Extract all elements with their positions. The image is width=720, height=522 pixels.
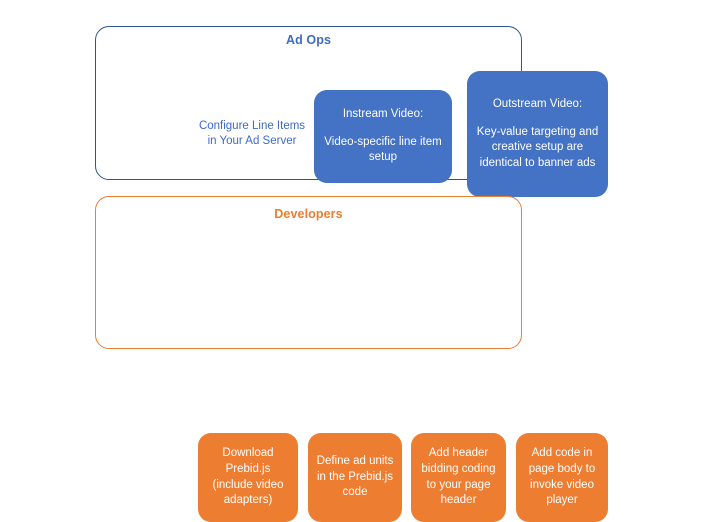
group-title-developers: Developers [274, 207, 343, 221]
group-developers: Developers Download Prebid.js (include v… [95, 196, 608, 522]
diagram-canvas: Ad Ops Configure Line Items in Your Ad S… [95, 26, 608, 522]
box-outstream-video-body: Key-value targeting and creative setup a… [476, 126, 599, 169]
box-add-header-bidding-code: Add header bidding coding to your page h… [411, 433, 506, 522]
box-outstream-video-heading: Outstream Video: [492, 98, 583, 111]
box-instream-video-body: Video-specific line item setup [324, 136, 442, 164]
box-download-prebid: Download Prebid.js (include video adapte… [198, 433, 298, 522]
box-instream-video-heading: Instream Video: [342, 108, 424, 121]
group-ad-ops: Ad Ops Configure Line Items in Your Ad S… [95, 26, 608, 197]
group-title-ad-ops: Ad Ops [285, 33, 332, 47]
box-outstream-video: Outstream Video: Key-value targeting and… [467, 71, 608, 197]
box-define-ad-units-text: Define ad units in the Prebid.js code [316, 455, 394, 499]
box-instream-video: Instream Video: Video-specific line item… [314, 90, 452, 183]
box-add-page-body-code: Add code in page body to invoke video pl… [516, 433, 608, 522]
box-define-ad-units: Define ad units in the Prebid.js code [308, 433, 402, 522]
text-cell-configure-line-items: Configure Line Items in Your Ad Server [198, 119, 306, 147]
box-add-page-body-code-text: Add code in page body to invoke video pl… [528, 447, 596, 507]
box-download-prebid-text: Download Prebid.js (include video adapte… [212, 447, 284, 507]
box-add-header-bidding-code-text: Add header bidding coding to your page h… [421, 447, 496, 507]
